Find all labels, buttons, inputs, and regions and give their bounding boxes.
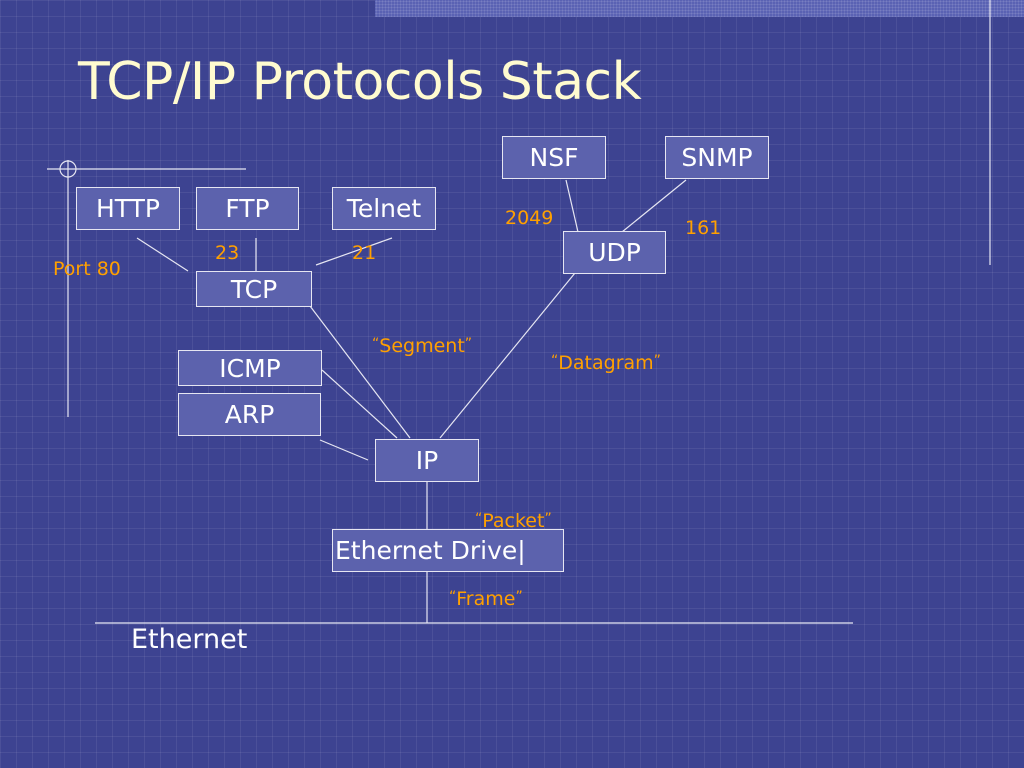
quote-open: “ — [372, 336, 380, 352]
box-telnet: Telnet — [332, 187, 436, 230]
box-nsf: NSF — [502, 136, 606, 179]
box-snmp: SNMP — [665, 136, 769, 179]
label-segment: “Segment” — [372, 335, 472, 357]
slide-title: TCP/IP Protocols Stack — [78, 52, 642, 112]
quote-close: ” — [515, 589, 523, 605]
quote-open: “ — [449, 589, 457, 605]
ethernet-bus-label: Ethernet — [131, 624, 248, 655]
box-ethernet-driver: Ethernet Drive| — [332, 529, 564, 572]
label-port-2049: 2049 — [505, 207, 554, 229]
label-port-161: 161 — [685, 217, 722, 239]
label-port-23: 23 — [215, 242, 240, 264]
box-ftp: FTP — [196, 187, 299, 230]
label-packet-text: Packet — [482, 510, 545, 532]
box-udp: UDP — [563, 231, 666, 274]
quote-open: “ — [551, 353, 559, 369]
label-frame-text: Frame — [456, 588, 516, 610]
box-tcp: TCP — [196, 271, 312, 307]
label-port-21: 21 — [352, 242, 377, 264]
quote-open: “ — [475, 511, 483, 527]
label-segment-text: Segment — [379, 335, 465, 357]
quote-close: ” — [653, 353, 661, 369]
label-datagram-text: Datagram — [558, 352, 654, 374]
label-frame: “Frame” — [449, 588, 523, 610]
box-arp: ARP — [178, 393, 321, 436]
box-http: HTTP — [76, 187, 180, 230]
box-ip: IP — [375, 439, 479, 482]
label-datagram: “Datagram” — [551, 352, 661, 374]
header-band — [375, 0, 1024, 17]
quote-close: ” — [544, 511, 552, 527]
label-port-80: Port 80 — [53, 258, 121, 280]
label-packet: “Packet” — [475, 510, 552, 532]
quote-close: ” — [464, 336, 473, 352]
box-icmp: ICMP — [178, 350, 322, 386]
